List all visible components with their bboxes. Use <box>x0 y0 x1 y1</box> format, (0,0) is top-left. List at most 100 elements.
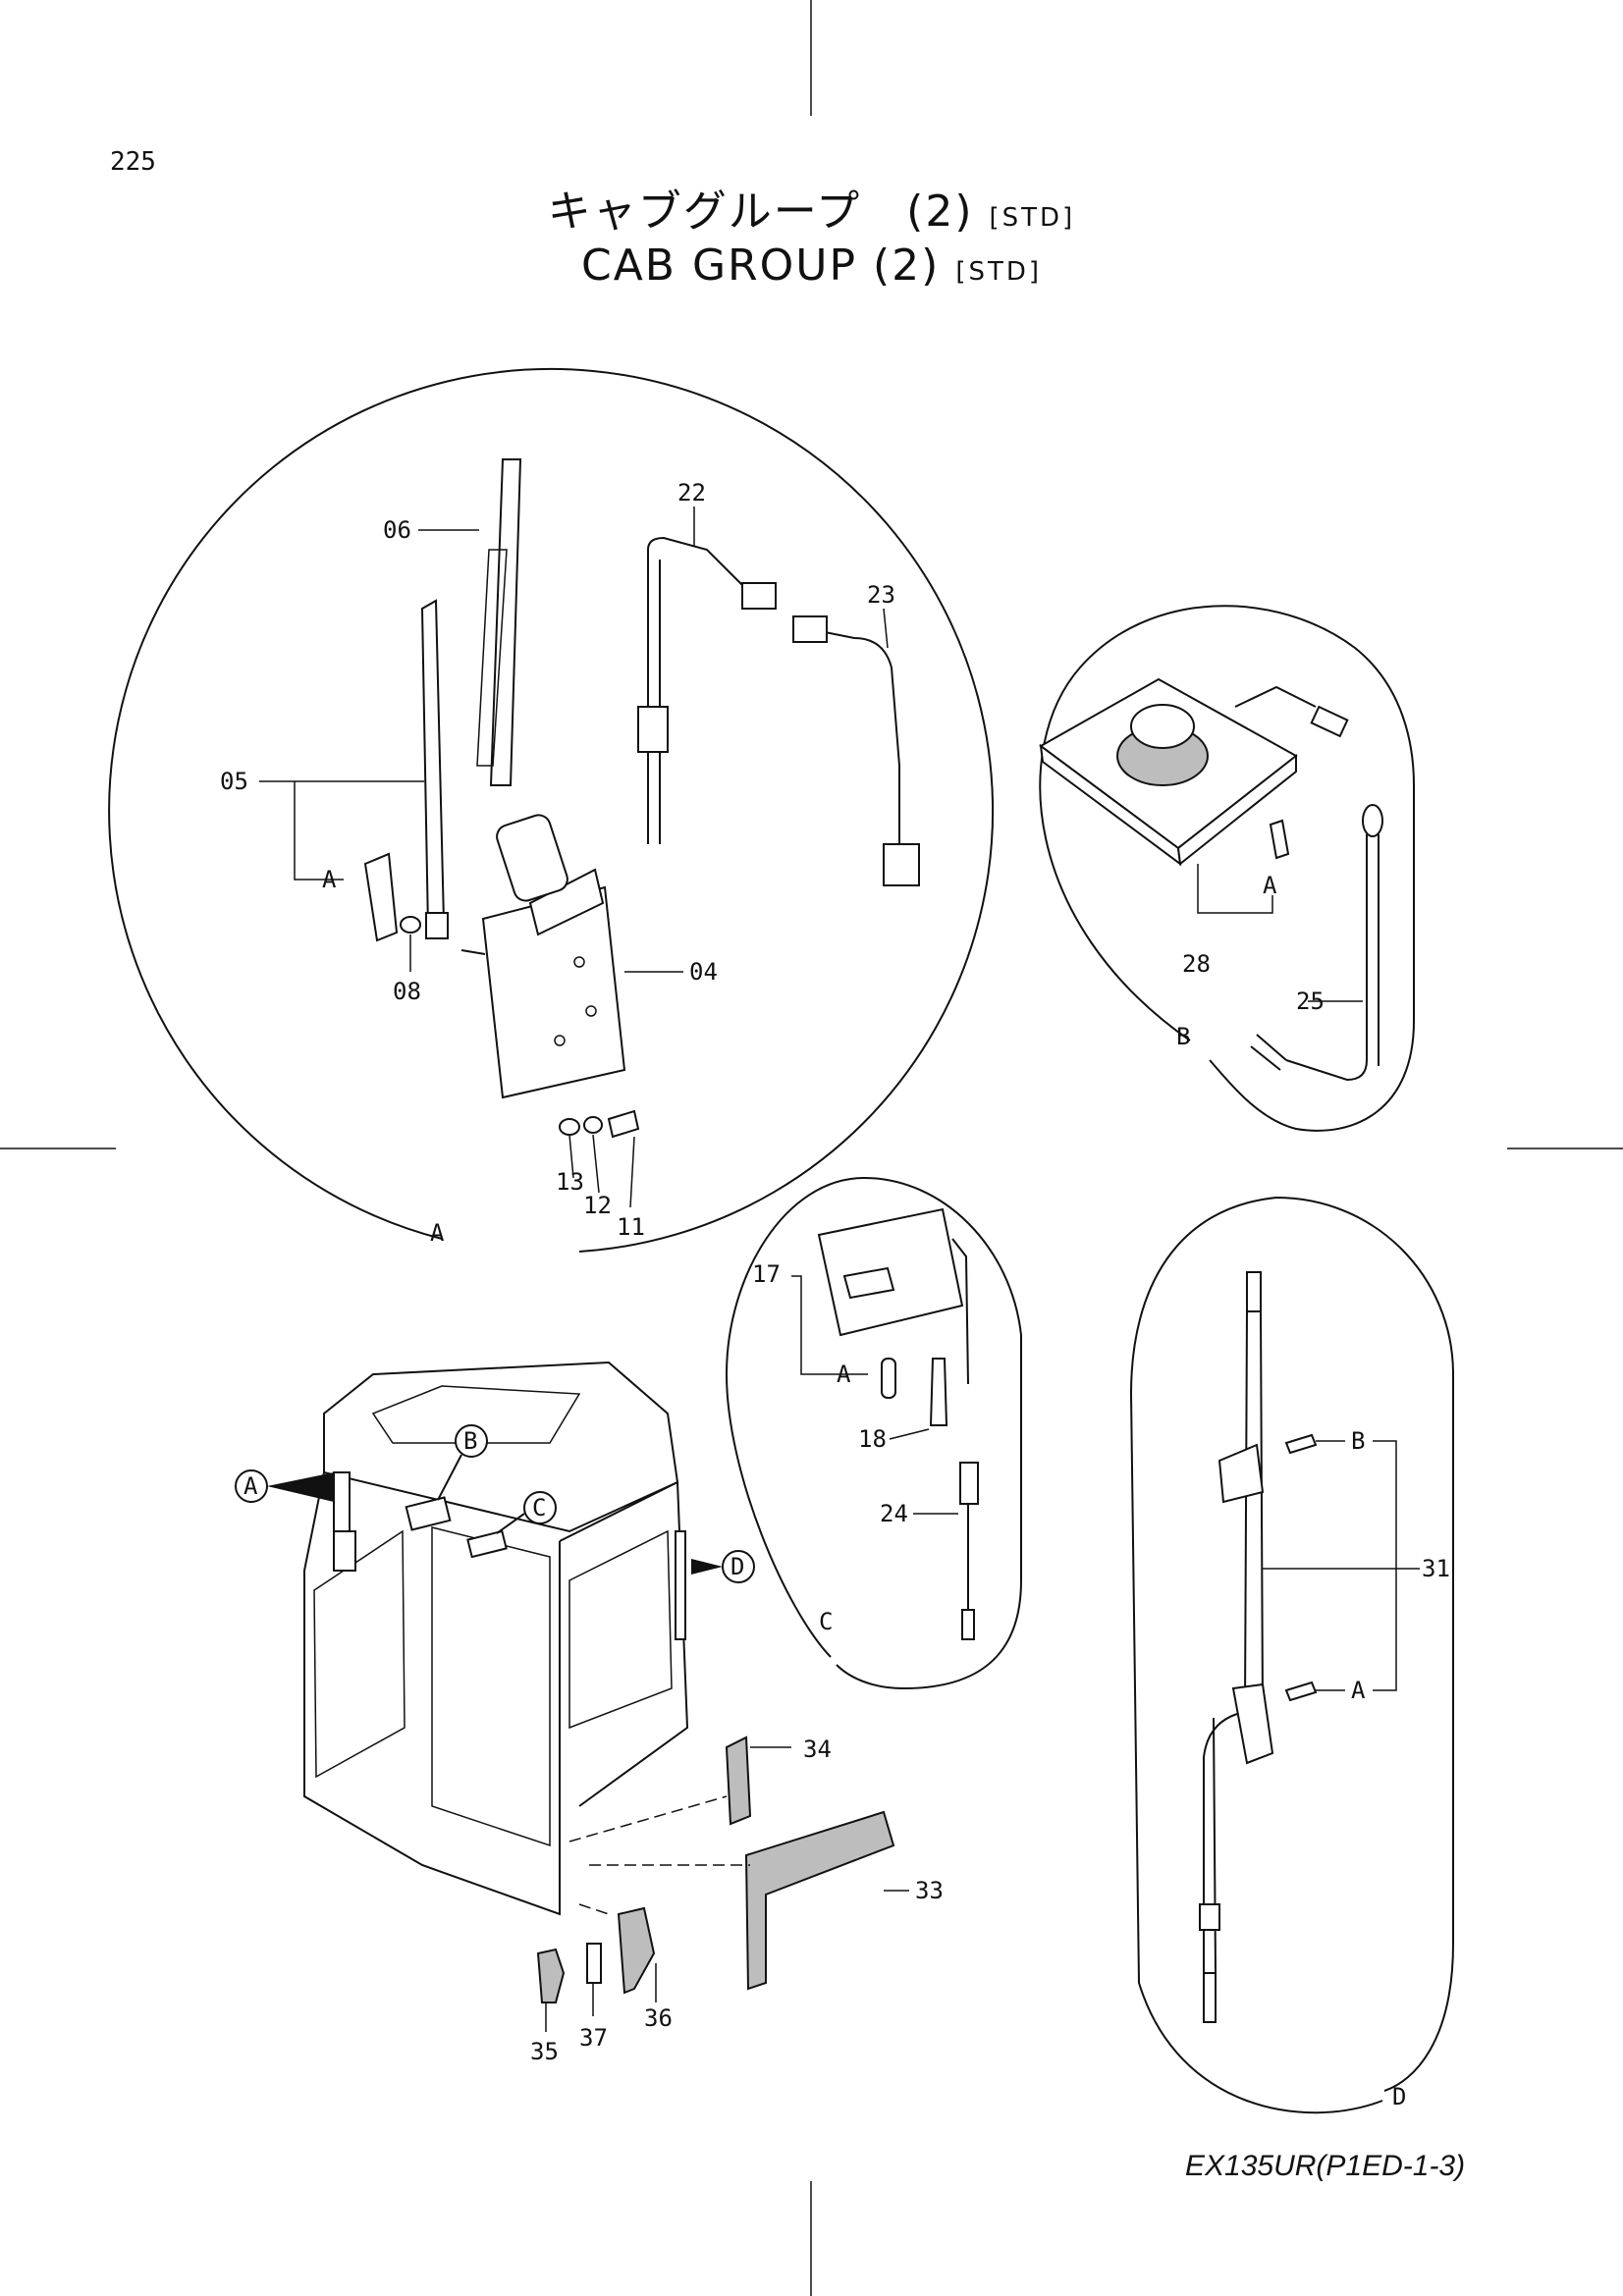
cab-ref-c: C <box>496 1491 557 1534</box>
title-en-text: CAB GROUP (2) <box>580 240 941 291</box>
callout-18: 18 <box>858 1425 887 1453</box>
cab-ref-d-label: D <box>730 1553 744 1580</box>
detail-d-antenna <box>1129 1196 1454 2114</box>
title-english: CAB GROUP (2) [STD] <box>0 240 1623 297</box>
bolt-11 <box>607 1109 640 1139</box>
callout-35: 35 <box>530 2038 559 2065</box>
callout-22: 22 <box>677 479 706 507</box>
callout-28: 28 <box>1182 950 1211 978</box>
antenna-cable <box>1203 1713 1238 1973</box>
callout-37: 37 <box>579 2024 608 2052</box>
harness-22 <box>647 536 747 844</box>
washer-12 <box>583 1116 603 1134</box>
callout-a-light: A <box>1263 872 1277 899</box>
callout-a-wiper: A <box>322 866 337 893</box>
cab-ref-b-label: B <box>463 1427 477 1455</box>
detail-a-circle <box>108 367 995 1253</box>
detail-d-outline <box>1129 1196 1454 2114</box>
motor-cap <box>496 814 568 902</box>
washer-13 <box>559 1118 580 1136</box>
cab-ref-c-label: C <box>532 1494 546 1522</box>
arm-cap <box>363 852 399 942</box>
harness-24-plug <box>959 1462 979 1505</box>
title-japanese: キャブグループ (2) [STD] <box>0 187 1623 243</box>
dome-light-plug <box>1310 705 1349 738</box>
antenna-rod-left <box>1244 1310 1248 1709</box>
antenna-plug <box>1203 1972 1217 2023</box>
part-35 <box>536 1948 566 2003</box>
page-number: 225 <box>110 147 156 177</box>
callout-a-antenna: A <box>1351 1677 1366 1704</box>
callout-36: 36 <box>644 2004 673 2032</box>
harness-24-end <box>961 1609 975 1640</box>
detail-c-outline <box>725 1176 1022 1690</box>
callout-33: 33 <box>915 1877 944 1904</box>
cab-door-window <box>431 1526 551 1847</box>
callout-31: 31 <box>1422 1555 1450 1582</box>
cab-overview <box>303 1361 895 2003</box>
part-33 <box>744 1810 895 1991</box>
part-34 <box>725 1735 752 1826</box>
harness-22-connector <box>637 706 669 753</box>
antenna-cable-connector <box>1199 1903 1220 1931</box>
harness-25-terminal <box>1362 804 1383 837</box>
callout-06: 06 <box>383 516 411 544</box>
wiper-arm-pivot <box>425 912 449 939</box>
lamp-switch <box>842 1266 895 1300</box>
antenna-screw-a <box>1284 1681 1318 1702</box>
antenna-mount-a <box>1231 1682 1274 1765</box>
title-jp-text: キャブグループ (2) <box>547 187 974 237</box>
callout-11: 11 <box>617 1213 645 1241</box>
detail-c-lamp <box>725 1176 1022 1690</box>
harness-22-plug <box>741 582 777 610</box>
callout-24: 24 <box>880 1500 908 1527</box>
cab-ref-a-label: A <box>243 1472 258 1500</box>
callout-23: 23 <box>867 581 895 609</box>
dome-light-edge-right <box>1176 753 1297 866</box>
wiper-blade <box>489 458 522 786</box>
harness-25 <box>1285 834 1368 1082</box>
detail-b-light <box>1039 605 1415 1132</box>
cab-ref-d: D <box>691 1550 755 1583</box>
wiper-arm <box>420 599 446 931</box>
lamp-bulb <box>881 1358 896 1399</box>
lamp-wire <box>951 1238 969 1385</box>
antenna-tip <box>1246 1271 1262 1312</box>
cab-front-window <box>568 1529 673 1730</box>
callout-25: 25 <box>1296 988 1325 1015</box>
lamp-screw <box>929 1358 948 1426</box>
callout-34: 34 <box>803 1735 832 1763</box>
callout-08: 08 <box>393 978 421 1005</box>
detail-label-a: A <box>430 1219 445 1247</box>
washer-08 <box>400 916 421 934</box>
cab-left-side <box>303 1471 561 1916</box>
cab-roof-window <box>371 1385 581 1444</box>
part-37 <box>586 1943 602 1984</box>
wiper-blade-rubber <box>476 549 508 767</box>
antenna-rod-right <box>1260 1310 1264 1709</box>
callout-b-antenna: B <box>1351 1427 1365 1455</box>
harness-23-connector <box>883 843 920 886</box>
callout-17: 17 <box>752 1260 781 1288</box>
detail-label-b: B <box>1176 1023 1190 1050</box>
detail-b-outline <box>1039 605 1415 1132</box>
callout-a-lamp: A <box>837 1361 851 1388</box>
antenna-screw-b <box>1284 1433 1318 1455</box>
title-en-tag: [STD] <box>955 257 1043 287</box>
wiper-motor <box>528 868 605 936</box>
cab-side-window <box>313 1529 406 1779</box>
footer-model-code: EX135UR(P1ED-1-3) <box>1185 2150 1466 2182</box>
antenna-clamp-b <box>1217 1443 1265 1504</box>
title-jp-tag: [STD] <box>989 203 1076 233</box>
callout-05: 05 <box>220 768 248 795</box>
cab-lamp <box>466 1529 508 1559</box>
cab-ref-a: A <box>235 1469 334 1503</box>
cab-dome-light <box>405 1496 452 1531</box>
cab-antenna <box>675 1530 686 1640</box>
detail-a-wiper <box>108 367 995 1253</box>
cab-wiper-motor <box>333 1530 356 1572</box>
callout-12: 12 <box>583 1192 612 1219</box>
lamp-housing <box>817 1207 964 1337</box>
harness-23 <box>804 627 900 844</box>
